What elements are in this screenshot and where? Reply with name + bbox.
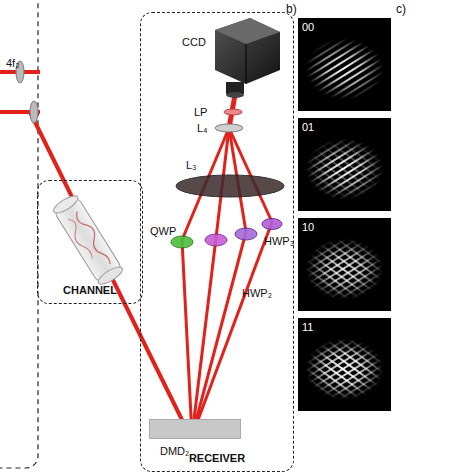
bit-label: 10 [302,222,314,233]
component-label: HWP₃ [264,236,294,247]
bit-label: 00 [302,22,314,33]
ccd-camera [215,18,280,98]
bit-label: 11 [302,322,313,333]
intensity-image: 01 [298,118,391,211]
frame-title: CHANNEL [38,285,142,296]
component-label: HWP₂ [242,288,272,299]
lens-l3 [176,175,284,197]
turbulence-tube [51,193,125,288]
panel-label: b) [286,3,297,15]
receiver-beams [182,95,272,436]
linear-polarizer [224,109,242,115]
intensity-image: 11 [298,318,391,411]
channel-frame: CHANNEL [37,180,143,304]
intensity-image: 10 [298,218,391,311]
panel-label: c) [396,3,406,15]
component-label: QWP [150,226,176,237]
lens-distance-label: 4f₂ [6,58,19,69]
intensity-image: 00 [298,18,391,111]
dmd-device: DMD₂ [149,419,241,439]
intensity-images [298,18,391,411]
component-label: LP [194,107,207,118]
component-label: L₄ [197,123,208,134]
bit-label: 01 [302,122,314,133]
lens-pair [16,61,38,123]
laser-beam [0,72,190,436]
component-label: CCD [182,37,206,48]
device-label: DMD₂ [160,446,189,457]
component-label: L₃ [186,160,197,171]
lens-l4 [215,124,243,132]
